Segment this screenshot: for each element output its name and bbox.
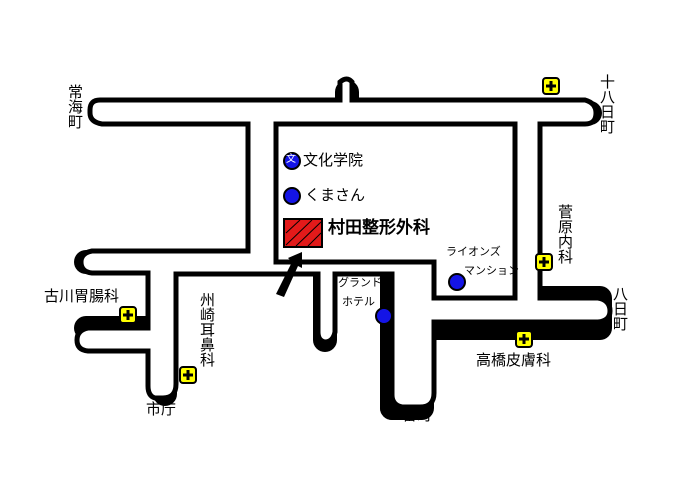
hachi-nichi-cho-label: 八日町: [611, 286, 629, 331]
furukawa-clinic-label: 古川胃腸科: [44, 287, 120, 305]
central-block: [273, 121, 518, 301]
grand-hotel-label-2: ホテル: [342, 295, 375, 308]
school-marker-icon: [283, 152, 301, 170]
clinic-marker-takahashi-icon: [515, 330, 533, 348]
clinic-marker-kanbara-icon: [535, 253, 553, 271]
takahashi-clinic-label: 高橋皮膚科: [476, 351, 552, 369]
kumasan-marker-icon: [283, 187, 301, 205]
murata-clinic-marker: [283, 218, 323, 248]
school-glyph: 文: [286, 154, 296, 165]
suzaki-clinic-label: 州崎耳鼻科: [198, 292, 216, 367]
tsunemi-cho-label: 常海町: [66, 84, 84, 129]
kumasan-label: くまさん: [305, 186, 366, 204]
murata-clinic-label: 村田整形外科: [328, 218, 430, 238]
clinic-marker-suzaki-icon: [179, 366, 197, 384]
lions-mansion-label-1: ライオンズ: [446, 245, 501, 258]
hatch-pattern: [285, 219, 322, 247]
juhachi-nichi-cho-label: 十八日町: [598, 74, 616, 134]
clinic-marker-juhachi-icon: [542, 77, 560, 95]
clinic-marker-furukawa-icon: [119, 306, 137, 324]
kanbara-clinic-label: 菅原内科: [556, 204, 574, 264]
grand-hotel-marker-icon: [375, 307, 393, 325]
shichou-label: 市庁: [146, 400, 177, 418]
lions-mansion-label-2: マンション: [464, 264, 519, 277]
ban-cho-label: 番町: [402, 406, 433, 424]
grand-hotel-label-1: グランド: [338, 276, 382, 289]
bunka-gakuin-label: 文化学院: [303, 151, 364, 169]
pointer-arrow-icon: [276, 252, 302, 297]
lions-mansion-marker-icon: [448, 273, 466, 291]
